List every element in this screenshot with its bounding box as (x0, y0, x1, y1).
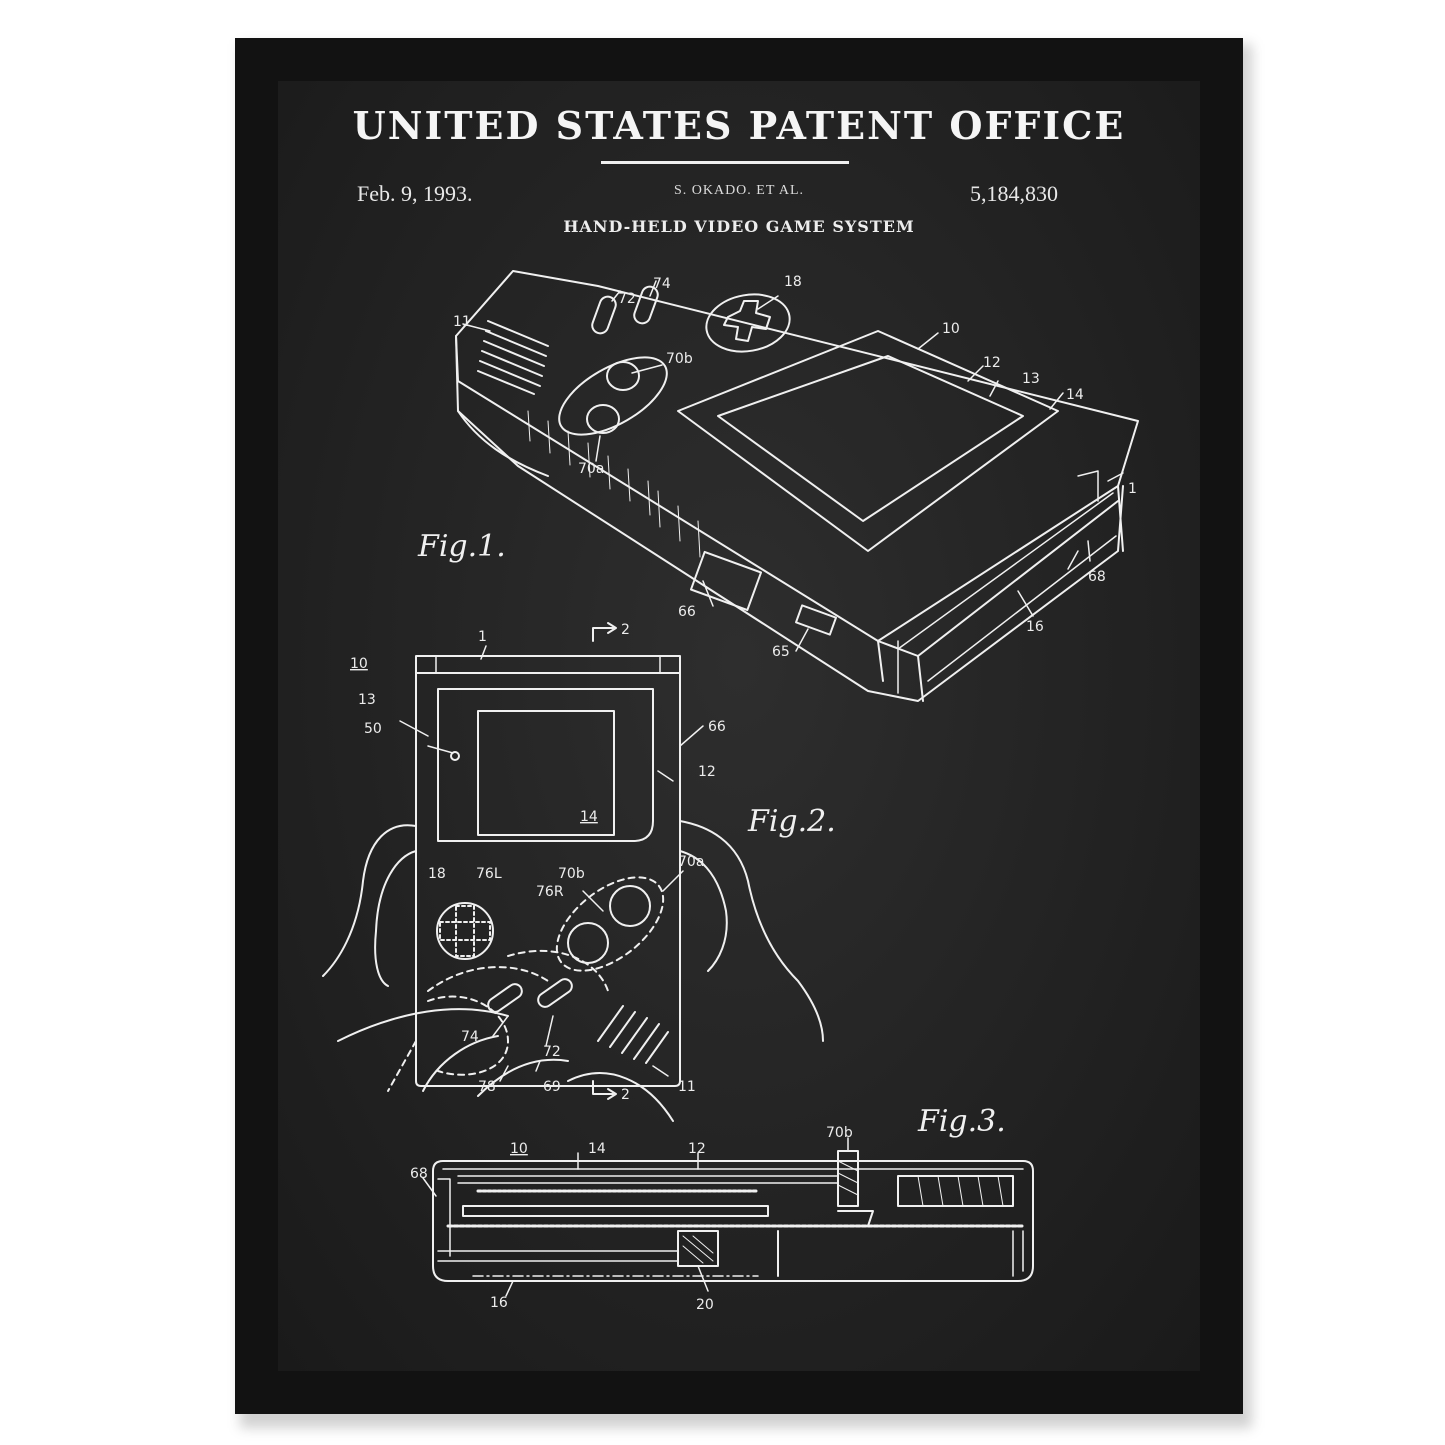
fig2-ref-72: 72 (543, 1044, 561, 1060)
fig2-ref-1: 1 (478, 629, 487, 645)
fig2-ref-2-top: 2 (621, 622, 630, 638)
patent-number: 5,184,830 (970, 181, 1058, 206)
ref-72: 72 (618, 291, 636, 307)
fig2-ref-10: 10 (350, 656, 368, 672)
fig2-ref-70a: 70a (678, 854, 704, 870)
ref-70b: 70b (666, 351, 693, 367)
fig3-label: Fig.3. (917, 1104, 1006, 1139)
ref-11: 11 (453, 314, 471, 330)
fig3-ref-70b: 70b (826, 1125, 853, 1141)
ref-13: 13 (1022, 371, 1040, 387)
fig3-ref-10: 10 (510, 1141, 528, 1157)
ref-16: 16 (1026, 619, 1044, 635)
fig2-ref-70b: 70b (558, 866, 585, 882)
fig3-ref-12: 12 (688, 1141, 706, 1157)
fig2-ref-13: 13 (358, 692, 376, 708)
fig1-label: Fig.1. (417, 529, 506, 564)
ref-1: 1 (1128, 481, 1137, 497)
ref-18: 18 (784, 274, 802, 290)
poster-title: UNITED STATES PATENT OFFICE (352, 103, 1126, 148)
fig2-ref-76L: 76L (476, 866, 502, 882)
title-rule (601, 161, 849, 164)
ref-14: 14 (1066, 387, 1084, 403)
fig2-ref-69: 69 (543, 1079, 561, 1095)
fig2-ref-14: 14 (580, 809, 598, 825)
fig3-section (422, 1137, 1034, 1297)
fig2-label: Fig.2. (747, 804, 836, 839)
fig3-ref-20: 20 (696, 1297, 714, 1313)
ref-74: 74 (653, 276, 671, 292)
fig2-ref-18: 18 (428, 866, 446, 882)
fig3-ref-16: 16 (490, 1295, 508, 1311)
ref-70a: 70a (578, 461, 604, 477)
fig2-ref-74: 74 (461, 1029, 479, 1045)
patent-inventor: S. OKADO. ET AL. (673, 183, 805, 198)
fig1-device (455, 270, 1139, 702)
ref-68: 68 (1088, 569, 1106, 585)
fig2-ref-78: 78 (478, 1079, 496, 1095)
fig2-ref-76R: 76R (536, 884, 564, 900)
ref-66: 66 (678, 604, 696, 620)
ref-10: 10 (942, 321, 960, 337)
patent-drawing: 18 72 74 11 10 70b 12 13 14 70a 66 65 68… (322, 270, 1139, 1313)
ref-65: 65 (772, 644, 790, 660)
patent-subtitle: HAND-HELD VIDEO GAME SYSTEM (563, 217, 915, 236)
fig2-device (322, 622, 824, 1122)
fig2-ref-66: 66 (708, 719, 726, 735)
ref-12: 12 (983, 355, 1001, 371)
fig2-ref-2-bottom: 2 (621, 1087, 630, 1103)
fig2-ref-11: 11 (678, 1079, 696, 1095)
fig2-ref-12: 12 (698, 764, 716, 780)
fig2-ref-50: 50 (364, 721, 382, 737)
patent-date: Feb. 9, 1993. (357, 181, 473, 206)
fig3-ref-68: 68 (410, 1166, 428, 1182)
chalkboard-poster: UNITED STATES PATENT OFFICE Feb. 9, 1993… (278, 81, 1200, 1371)
fig3-ref-14: 14 (588, 1141, 606, 1157)
